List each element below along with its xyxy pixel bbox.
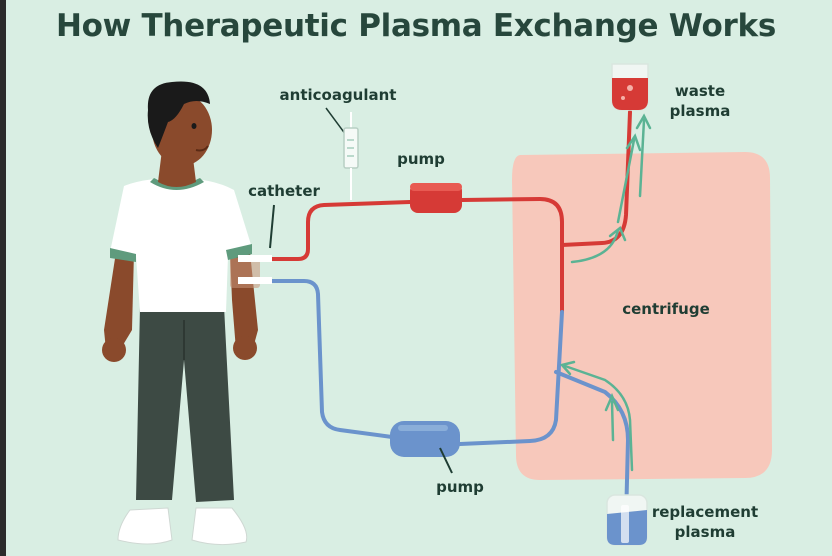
centrifuge-shape: [512, 152, 772, 480]
flow-arrow-icon: [559, 113, 652, 472]
label-waste-line1: waste: [674, 82, 726, 100]
syringe-icon: [343, 112, 359, 200]
red-line-to-centrifuge: [460, 196, 564, 314]
replacement-bag-icon: [606, 494, 648, 546]
label-replacement-line1: replacement: [651, 503, 759, 521]
red-line-to-pump: [268, 200, 412, 261]
catheter-tube: [238, 277, 272, 284]
label-anticoagulant: anticoagulant: [279, 86, 397, 104]
label-catheter: catheter: [248, 182, 320, 200]
label-pump-bottom: pump: [436, 478, 484, 496]
blue-line-from-replacement: [554, 370, 631, 522]
label-replacement-plasma: replacement plasma: [650, 502, 760, 542]
catheter-tube: [238, 255, 272, 262]
red-line-to-waste: [560, 110, 632, 247]
waste-bag-icon: [611, 63, 649, 111]
label-replacement-line2: plasma: [674, 523, 736, 541]
page-title: How Therapeutic Plasma Exchange Works: [55, 8, 776, 44]
blue-line-to-catheter: [268, 279, 394, 439]
label-waste-plasma: waste plasma: [660, 81, 740, 121]
person-figure: [102, 81, 260, 546]
label-waste-line2: plasma: [669, 102, 731, 120]
blue-line-from-centrifuge: [458, 310, 564, 446]
label-pump-top: pump: [397, 150, 445, 168]
label-centrifuge: centrifuge: [622, 300, 710, 318]
